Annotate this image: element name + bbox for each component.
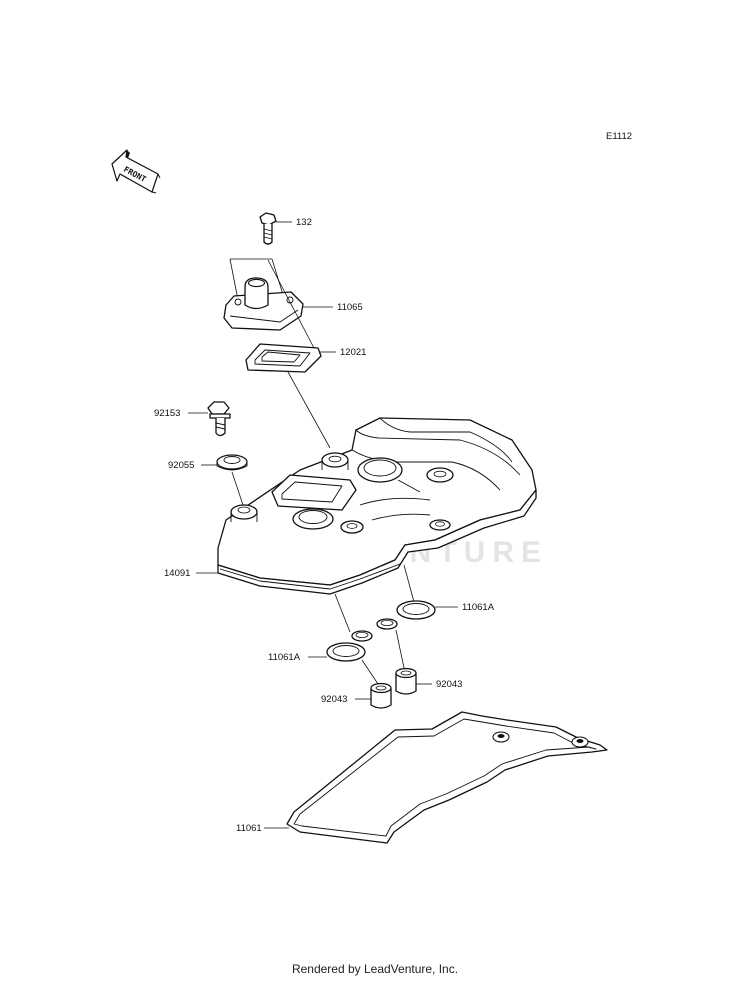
label-11065: 11065: [337, 302, 363, 313]
footer-credit: Rendered by LeadVenture, Inc.: [291, 962, 459, 976]
label-92043-right: 92043: [436, 679, 462, 690]
bolt-92153[interactable]: [207, 401, 231, 437]
diagram-code: E1112: [606, 131, 633, 142]
gasket-11061[interactable]: [286, 711, 608, 844]
seal-11061a-left[interactable]: [326, 630, 373, 662]
label-11061a-left: 11061A: [268, 652, 301, 663]
cylinder-head-cover-14091[interactable]: [217, 417, 537, 595]
label-92055: 92055: [168, 460, 194, 471]
label-92153: 92153: [154, 408, 180, 419]
dowel-92043-right[interactable]: [395, 667, 417, 695]
label-12021: 12021: [340, 347, 366, 358]
bolt-132[interactable]: [259, 212, 277, 245]
breather-cover-11065[interactable]: [223, 277, 304, 331]
label-132: 132: [296, 217, 312, 228]
label-11061a-right: 11061A: [462, 602, 495, 613]
dowel-92043-left[interactable]: [370, 682, 392, 709]
label-14091: 14091: [164, 568, 190, 579]
gasket-12021[interactable]: [245, 343, 322, 373]
label-11061: 11061: [236, 823, 262, 834]
front-arrow-icon: FRONT: [111, 149, 161, 194]
label-92043-left: 92043: [321, 694, 347, 705]
washer-92055[interactable]: [216, 454, 248, 471]
seal-11061a-right[interactable]: [376, 600, 436, 630]
